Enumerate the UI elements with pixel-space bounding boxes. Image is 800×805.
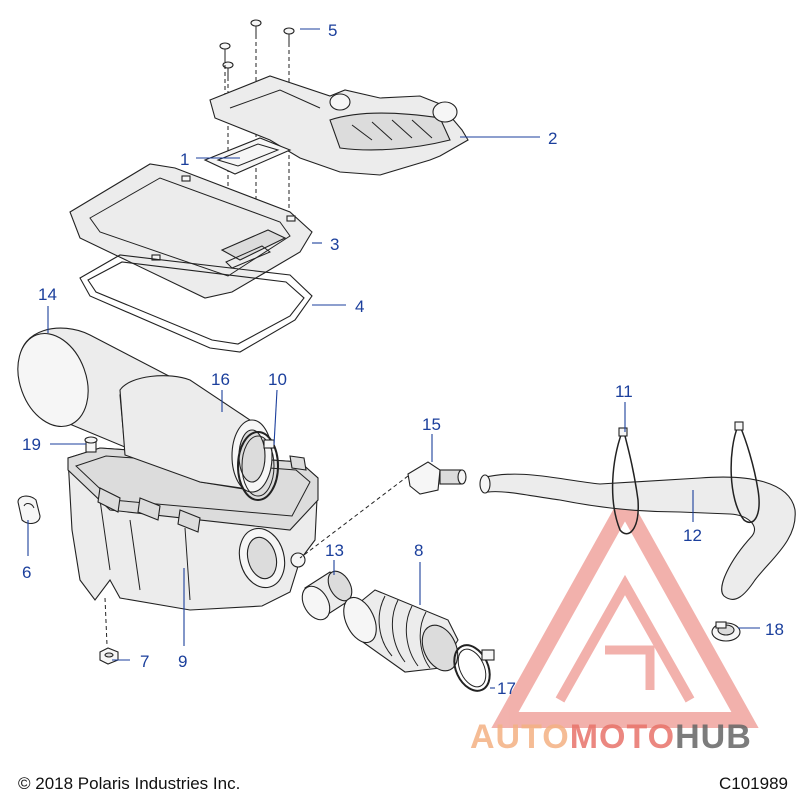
airbox-cover (69, 163, 313, 299)
callout-11: 11 (615, 382, 633, 401)
clamp-18 (711, 621, 741, 642)
callout-9: 9 (178, 652, 187, 671)
callout-6: 6 (22, 563, 31, 582)
leader-lines (27, 28, 760, 689)
diagram-code: C101989 (718, 774, 788, 793)
gasket (203, 137, 292, 175)
filter-clamp (237, 431, 279, 501)
watermark-text: AUTOMOTOHUB (470, 718, 752, 756)
callout-8: 8 (414, 541, 423, 560)
callout-17: 17 (497, 679, 516, 698)
bellows-boot (343, 589, 459, 673)
screw (250, 19, 262, 35)
watermark-hub: HUB (675, 718, 752, 756)
callout-19: 19 (22, 435, 41, 454)
callout-18: 18 (765, 620, 784, 639)
callout-15: 15 (422, 415, 441, 434)
copyright-text: © 2018 Polaris Industries Inc. (18, 774, 241, 793)
watermark-auto: AUTO (470, 718, 570, 756)
callout-14: 14 (38, 285, 57, 304)
nut-7 (99, 597, 119, 665)
callout-12: 12 (683, 526, 702, 545)
fitting-19 (84, 436, 98, 453)
screw (219, 42, 231, 58)
callout-16: 16 (211, 370, 230, 389)
callout-4: 4 (355, 297, 364, 316)
filter-element (119, 375, 273, 493)
intake-duct (209, 75, 469, 176)
callout-10: 10 (268, 370, 287, 389)
callout-1: 1 (180, 150, 189, 169)
screw (283, 27, 295, 43)
coupler-13 (301, 570, 353, 621)
callout-7: 7 (140, 652, 149, 671)
callout-13: 13 (325, 541, 344, 560)
callout-3: 3 (330, 235, 339, 254)
hose-clamp-17 (453, 644, 495, 692)
clip-6 (17, 495, 41, 525)
callout-5: 5 (328, 21, 337, 40)
callout-2: 2 (548, 129, 557, 148)
screws (219, 19, 295, 77)
breather-fitting (299, 461, 467, 559)
cable-ties (611, 421, 760, 535)
breather-hose (479, 473, 796, 600)
watermark-moto: MOTO (570, 718, 675, 756)
watermark-logo (491, 488, 759, 728)
seal (79, 254, 313, 353)
